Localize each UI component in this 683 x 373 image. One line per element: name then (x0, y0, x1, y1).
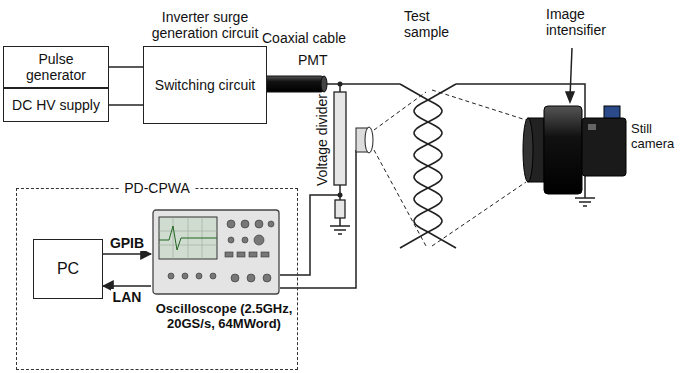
camera-body (604, 106, 620, 118)
device-label: PMT (298, 52, 338, 68)
wire (339, 218, 341, 226)
connector (109, 104, 143, 106)
oscilloscope: Oscilloscope (2.5GHz, 20GS/s, 64MWord) (151, 206, 297, 340)
node-label: Switching circuit (155, 77, 255, 93)
camera-body (588, 124, 596, 130)
junction-dot (338, 193, 343, 198)
resistor-symbol (335, 200, 345, 218)
connector (103, 253, 151, 255)
sample-label: Test sample (404, 8, 460, 40)
device-label: Voltage divider (314, 90, 330, 190)
edge-label: LAN (111, 289, 144, 305)
oscilloscope-illustration (151, 206, 281, 298)
wire (324, 83, 400, 85)
node-label: DC HV supply (12, 97, 100, 113)
wire (456, 84, 585, 198)
source-box: DC HV supply (3, 88, 109, 122)
node-label: PD-CPWA (119, 180, 195, 196)
node-label: Pulse generator (9, 51, 103, 83)
light-path (432, 182, 526, 246)
measurement-group: PD-CPWAPC Oscilloscope (2.5GHz, 20GS/s, … (16, 188, 298, 370)
intensifier-lens (523, 118, 533, 182)
ground-symbol (583, 205, 587, 207)
ground-symbol (338, 233, 342, 235)
device-label: Image intensifier (546, 6, 626, 38)
resistor-symbol (334, 92, 346, 185)
light-path (374, 150, 426, 246)
node-label: Oscilloscope (2.5GHz, 20GS/s, 64MWord) (151, 302, 297, 332)
cable-label: Coaxial cable (262, 30, 372, 46)
device-label: Still camera (631, 122, 679, 152)
ground-symbol (579, 201, 591, 203)
probe-wire (280, 195, 340, 275)
light-path (374, 92, 426, 130)
edge-label: GPIB (108, 235, 146, 251)
pc-box: PC (33, 239, 103, 299)
source-box: Pulse generator (3, 46, 109, 88)
twisted-pair (400, 84, 456, 248)
connector (109, 66, 143, 68)
camera-body (582, 118, 626, 176)
connector (103, 285, 151, 287)
ground-symbol (330, 225, 350, 227)
ground-symbol (575, 197, 595, 199)
node-label: PC (57, 260, 79, 278)
switching-box: Inverter surge generation circuitSwitchi… (143, 46, 267, 124)
group-heading: Inverter surge generation circuit (135, 9, 275, 41)
coaxial-cable (321, 76, 327, 92)
image-intensifier (544, 106, 582, 194)
twisted-pair (400, 84, 456, 248)
junction-dot (338, 82, 343, 87)
pmt-tube (365, 127, 373, 153)
leader-line (570, 48, 572, 98)
arrow-head (566, 92, 574, 102)
ground-symbol (334, 229, 346, 231)
light-path (432, 90, 526, 120)
